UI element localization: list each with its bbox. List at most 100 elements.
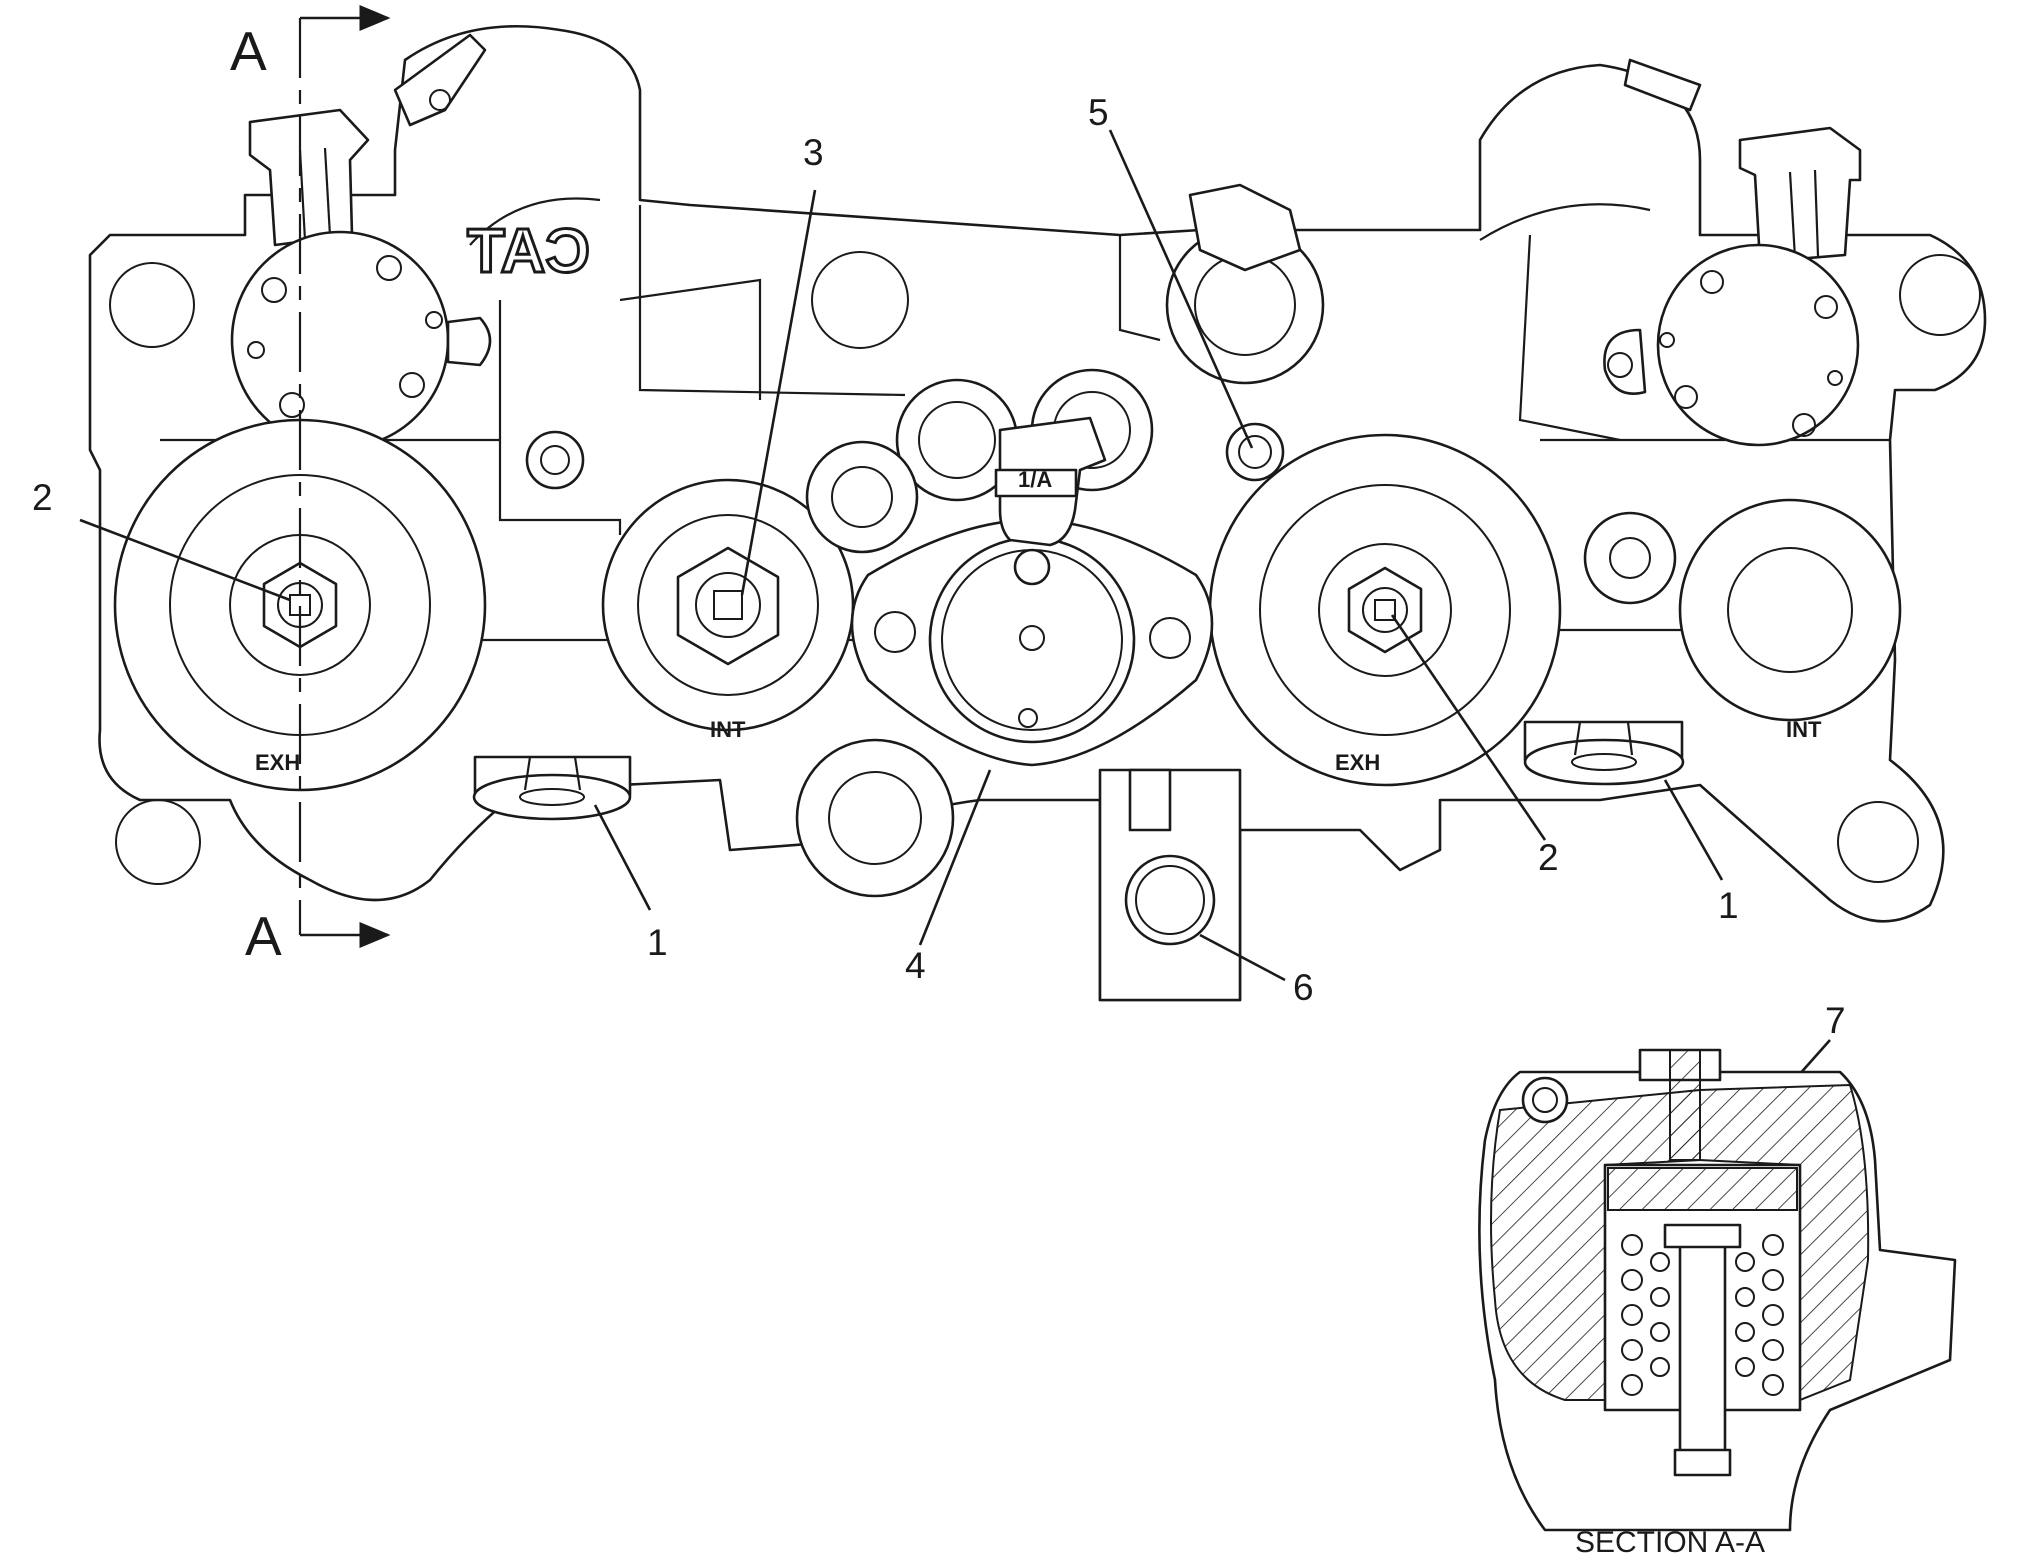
leader-3 — [740, 189, 817, 596]
left-solenoid-bolt — [247, 341, 265, 359]
spring-coil — [1762, 1269, 1784, 1291]
section-hatch-right — [1699, 1083, 1870, 1402]
left-solenoid-bolt — [425, 311, 443, 329]
plug-right-hex-edge — [1573, 721, 1582, 756]
left-solenoid-fitting — [446, 316, 492, 367]
plug-right-face — [1523, 738, 1685, 786]
spring-coil — [1650, 1252, 1670, 1272]
lug-hole — [115, 799, 201, 885]
section-side-pin-inner — [1532, 1087, 1558, 1113]
bottom-plug-right — [1523, 720, 1685, 786]
callout-6: 6 — [1293, 967, 1314, 1008]
bottom-plug-left — [472, 755, 632, 821]
regulator-connector-tab — [994, 468, 1078, 498]
left-connector-rib — [323, 147, 332, 237]
spring-coil — [1735, 1252, 1755, 1272]
regulator-centre — [1019, 625, 1045, 651]
left-solenoid-bolt — [399, 372, 425, 398]
fitting-5 — [1188, 183, 1302, 482]
int-left-hex-socket — [713, 590, 743, 620]
sensor-plug-left-inner — [540, 445, 570, 475]
spring-coil — [1762, 1234, 1784, 1256]
section-stem — [1678, 1228, 1727, 1472]
right-connector-rib — [1813, 169, 1820, 257]
web-right — [1118, 235, 1161, 342]
spring-coil — [1621, 1304, 1643, 1326]
flange-bolt — [1149, 617, 1191, 659]
spring-coil — [1735, 1357, 1755, 1377]
section-spring-coils — [1621, 1234, 1784, 1396]
lug-hole — [1899, 254, 1981, 336]
spring-coil — [1621, 1269, 1643, 1291]
int-right-seat — [1727, 547, 1853, 673]
callout-5: 5 — [1088, 92, 1109, 133]
right-solenoid-body — [1656, 243, 1860, 447]
lug-hole — [811, 251, 909, 349]
top-inlet-body — [393, 33, 487, 127]
callout-2-left: 2 — [32, 477, 53, 518]
cat-logo-text: CAT — [467, 217, 590, 286]
web-mid — [619, 278, 762, 400]
lug-boss — [795, 738, 955, 898]
fitting-5-upper — [1188, 183, 1302, 272]
drain-plug-inner — [1135, 865, 1205, 935]
exh-right-hex-socket — [1374, 599, 1396, 621]
port-boss — [805, 440, 919, 554]
top-inlet — [393, 33, 487, 127]
spring-coil — [1650, 1322, 1670, 1342]
plug-left-hex-edge — [573, 756, 582, 791]
callout-2-right: 2 — [1538, 837, 1559, 878]
leader-2-left — [79, 518, 291, 602]
web-far-right — [1518, 234, 1621, 442]
right-top-ridge — [1479, 203, 1651, 241]
left-solenoid — [230, 108, 492, 450]
callout-3: 3 — [803, 132, 824, 173]
left-solenoid-body — [230, 230, 450, 450]
right-solenoid-bolt — [1674, 385, 1698, 409]
regulator-vent — [1018, 708, 1038, 728]
section-hatch-left — [1490, 1088, 1701, 1401]
left-top-ridge — [469, 197, 601, 246]
flange-bolt — [874, 611, 916, 653]
int-valve-left — [601, 478, 855, 732]
web-left — [498, 300, 622, 535]
section-stem-head — [1663, 1223, 1742, 1249]
upper-web — [638, 205, 906, 397]
exh-right-seat-inner — [1318, 543, 1452, 677]
callout-1-right: 1 — [1718, 885, 1739, 926]
spring-coil — [1735, 1287, 1755, 1307]
int-left-nut — [676, 546, 780, 666]
section-cut-line: A A — [230, 5, 391, 967]
label-exh-right: EXH — [1335, 750, 1380, 775]
right-solenoid-bolt — [1659, 332, 1675, 348]
port-inner — [918, 401, 996, 479]
section-marker-bottom: A — [245, 905, 282, 967]
left-solenoid-bolt — [261, 277, 287, 303]
spring-coil — [1762, 1304, 1784, 1326]
section-bolt-shank — [1669, 1049, 1701, 1161]
leader-6 — [1199, 933, 1286, 982]
leader-2-right — [1390, 614, 1547, 841]
left-solenoid-bolt — [376, 255, 402, 281]
spring-coil — [1735, 1322, 1755, 1342]
plug-right-hex-edge — [1626, 721, 1634, 756]
plug-right-face-inner — [1571, 753, 1637, 771]
label-int-right: INT — [1786, 717, 1822, 742]
leader-lines — [79, 129, 1831, 1086]
centre-regulator: 1/A — [850, 416, 1214, 767]
label-exh-left: EXH — [255, 750, 300, 775]
lug-hole — [109, 262, 195, 348]
spring-coil — [1650, 1357, 1670, 1377]
drain-plug — [1124, 854, 1216, 946]
right-connector-rib — [1788, 171, 1797, 259]
section-stem-tip — [1673, 1448, 1732, 1477]
plug-left-face-inner — [519, 788, 585, 806]
leader-1-left — [593, 804, 652, 911]
right-fitting-nut — [1607, 352, 1633, 378]
right-solenoid-bolt — [1814, 295, 1838, 319]
plug-left-hex-edge — [523, 756, 532, 791]
lug-hole — [1837, 801, 1919, 883]
bottom-drain — [1098, 768, 1242, 1002]
section-caption: SECTION A-A — [1575, 1526, 1765, 1559]
section-side-pin — [1521, 1076, 1569, 1124]
